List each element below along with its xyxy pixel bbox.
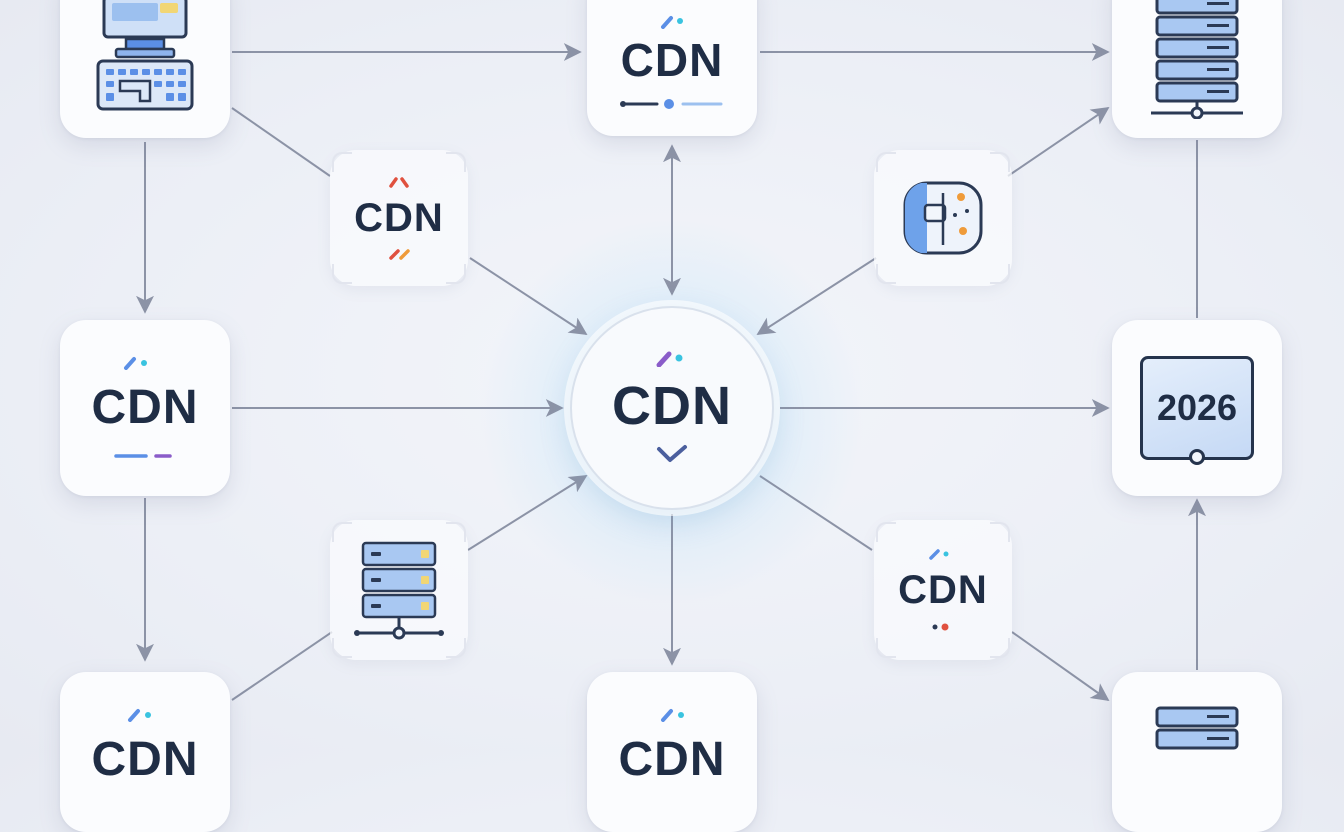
edge-robot-to-server <box>1007 106 1110 177</box>
node-ghost-upper-left[interactable]: CDN <box>330 150 468 286</box>
node-ghost-lower-right[interactable]: CDN <box>874 520 1012 660</box>
edge-server-to-center <box>467 475 588 551</box>
node-center-hub[interactable]: CDN <box>570 306 774 510</box>
node-top-server[interactable] <box>1112 0 1282 138</box>
node-robot[interactable] <box>874 150 1012 286</box>
server-rack-icon <box>354 541 444 640</box>
server-rack-icon <box>1151 0 1243 119</box>
node-desktop[interactable] <box>60 0 230 138</box>
accent-dashes-icon <box>661 709 684 722</box>
accent-dashes-icon <box>389 249 410 260</box>
node-top-cdn-label: CDN <box>620 34 724 86</box>
node-mid-right-label: 2026 <box>1156 387 1238 428</box>
checkmark-icon <box>657 445 687 462</box>
node-top-cdn[interactable]: CDN <box>587 0 757 136</box>
node-bottom-server[interactable] <box>1112 672 1282 832</box>
monitor-icon: 2026 <box>1140 356 1254 465</box>
dash-line-icon <box>114 454 172 458</box>
server-rack-icon <box>1155 706 1239 750</box>
edge-ghost-right-to-bottom-right <box>1011 631 1110 702</box>
node-ghost-upper-left-label: CDN <box>354 196 444 240</box>
desktop-computer-icon <box>96 0 194 111</box>
node-mid-left-label: CDN <box>91 381 199 434</box>
accent-dashes-icon <box>661 16 683 29</box>
accent-dashes-icon <box>124 357 147 370</box>
node-ghost-lower-right-label: CDN <box>898 568 988 612</box>
accent-dashes-icon <box>389 177 409 188</box>
node-bottom-left[interactable]: CDN <box>60 672 230 832</box>
node-bottom-center-label: CDN <box>618 733 726 786</box>
slider-line-icon <box>620 99 723 109</box>
edge-ghost-to-center <box>469 257 588 335</box>
accent-dots-icon <box>932 623 949 631</box>
node-ghost-server[interactable] <box>330 520 468 660</box>
edge-robot-to-center <box>756 257 877 335</box>
node-mid-right[interactable]: 2026 <box>1112 320 1282 496</box>
node-bottom-left-label: CDN <box>91 733 199 786</box>
edge-center-to-ghost-right <box>759 475 873 551</box>
accent-dashes-icon <box>929 549 949 560</box>
node-center-label: CDN <box>612 376 732 436</box>
edge-desktop-to-ghost <box>231 107 331 177</box>
accent-dashes-icon <box>128 709 151 722</box>
accent-dashes-icon <box>656 351 683 367</box>
node-mid-left[interactable]: CDN <box>60 320 230 496</box>
robot-head-icon <box>903 181 983 255</box>
edge-bottom-left-to-server <box>231 631 333 701</box>
connection-edges <box>136 43 1206 702</box>
node-bottom-center[interactable]: CDN <box>587 672 757 832</box>
